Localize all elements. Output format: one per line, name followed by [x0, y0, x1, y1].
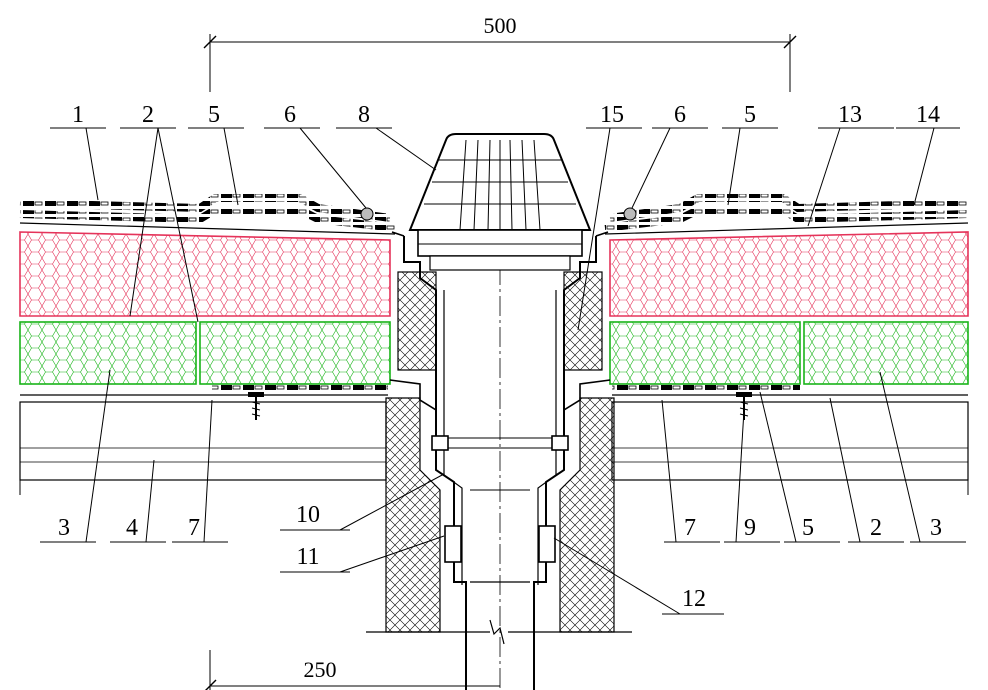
- dimension-top-label: 500: [484, 13, 517, 38]
- vapour-barrier: [20, 385, 968, 396]
- callout-5-top-right: 5: [744, 102, 756, 128]
- leaf-guard: [408, 133, 592, 271]
- callout-1: 1: [72, 102, 84, 128]
- callout-3-left: 3: [58, 515, 70, 541]
- callout-5-top-left: 5: [208, 102, 220, 128]
- lower-insulation: [19, 321, 969, 385]
- callout-8: 8: [358, 102, 370, 128]
- floor-line: [366, 619, 632, 645]
- callout-12: 12: [682, 586, 706, 612]
- callout-11: 11: [296, 544, 319, 570]
- callout-6-left: 6: [284, 102, 296, 128]
- concrete-slab: [19, 401, 969, 495]
- callout-3-right: 3: [930, 515, 942, 541]
- callout-13: 13: [838, 102, 862, 128]
- upper-insulation: [19, 231, 969, 317]
- callout-7-left: 7: [188, 515, 200, 541]
- top-dimension: 500: [203, 13, 797, 92]
- callout-7-right: 7: [684, 515, 696, 541]
- callout-2-bottom: 2: [870, 515, 882, 541]
- callout-5-bottom: 5: [802, 515, 814, 541]
- dimension-bottom-label: 250: [304, 657, 337, 682]
- bottom-dimension: 250: [205, 650, 500, 690]
- callouts-bottom-right: 12 7 9 5 2 3: [553, 371, 966, 615]
- callouts-bottom-left: 3 4 7 10 11: [40, 369, 445, 573]
- callout-6-right: 6: [674, 102, 686, 128]
- callouts-top: 1 2 5 6 8 15 6 5 13 14: [50, 102, 960, 331]
- callout-15: 15: [600, 102, 624, 128]
- callout-14: 14: [916, 102, 940, 128]
- callout-4: 4: [126, 515, 138, 541]
- callout-9: 9: [744, 515, 756, 541]
- drain-body: [389, 231, 611, 690]
- roof-membrane: [19, 194, 969, 235]
- callout-10: 10: [296, 502, 320, 528]
- callout-2-top: 2: [142, 102, 154, 128]
